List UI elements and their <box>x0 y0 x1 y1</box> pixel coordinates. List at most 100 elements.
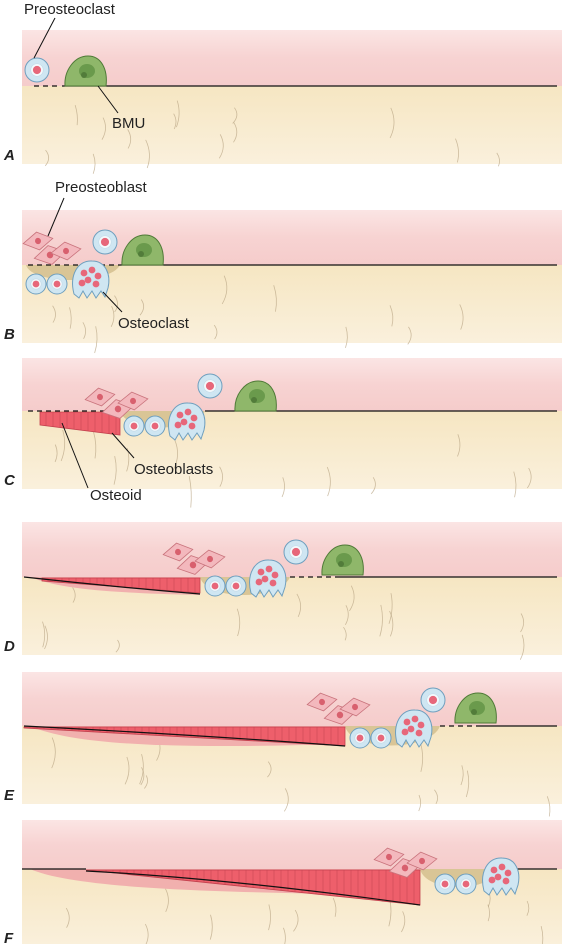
panel-letter: C <box>4 472 16 489</box>
cell-nucleus <box>205 381 215 391</box>
bone-texture <box>520 613 525 633</box>
preosteoblast-nucleus <box>96 393 104 401</box>
bone-texture <box>459 304 464 330</box>
osteoclast-nucleus <box>502 877 510 885</box>
bmu-nucleolus <box>138 251 144 257</box>
bone-texture <box>144 775 148 789</box>
mononuclear-cell <box>197 373 223 399</box>
osteoclast-nucleus <box>176 411 184 419</box>
callout-label: Osteoid <box>90 487 142 504</box>
bone-texture <box>139 754 144 785</box>
bone-texture <box>284 788 289 812</box>
osteoclast-nucleus <box>498 863 506 871</box>
cell-nucleus <box>232 582 240 590</box>
bone-texture <box>389 305 394 327</box>
cell-nucleus <box>291 547 301 557</box>
osteoclast-nucleus <box>84 276 92 284</box>
mononuclear-cell <box>24 57 50 83</box>
osteoclast <box>168 402 206 441</box>
osteoclast-nucleus <box>415 729 423 737</box>
bone-texture <box>44 149 50 167</box>
callout-leader <box>97 85 119 114</box>
cell-nucleus <box>462 880 470 888</box>
preosteoblast <box>162 542 194 562</box>
bone-texture <box>389 610 394 637</box>
cement-line <box>85 870 421 906</box>
osteoid-layer <box>41 577 201 594</box>
cell-nucleus <box>32 280 40 288</box>
bmu-cell <box>121 234 164 266</box>
cement-line <box>23 576 201 595</box>
bone-texture <box>343 626 347 641</box>
panel-f: F <box>4 820 562 944</box>
preosteoblast <box>339 697 371 717</box>
osteoclast-nucleus <box>88 266 96 274</box>
bone-texture <box>213 324 218 340</box>
osteoclast-nucleus <box>188 422 196 430</box>
mononuclear-cell <box>225 575 247 597</box>
bone-texture <box>69 307 72 329</box>
cell-nucleus <box>100 237 110 247</box>
bone-texture <box>218 134 224 159</box>
bone-texture <box>127 129 132 149</box>
preosteoblast <box>306 692 338 712</box>
bone-texture <box>176 100 180 128</box>
bmu-cell <box>64 55 107 87</box>
callout-label: Preosteoclast <box>24 1 116 18</box>
soft-tissue <box>22 30 562 86</box>
panel-letter: E <box>4 787 15 804</box>
osteoclast-nucleus <box>265 565 273 573</box>
bone-texture <box>388 593 393 624</box>
bone-texture <box>82 322 86 340</box>
bone-texture <box>101 117 106 140</box>
bone-texture <box>519 634 525 660</box>
preosteoblast <box>117 391 149 411</box>
osteoclast-nucleus <box>180 418 188 426</box>
bone-texture <box>93 431 97 459</box>
cell-nucleus <box>428 695 438 705</box>
bone-matrix <box>22 265 562 343</box>
cell-nucleus <box>211 582 219 590</box>
osteoclast-nucleus <box>92 280 100 288</box>
bone-texture <box>54 444 58 463</box>
panel-letter: F <box>4 930 14 944</box>
bone-texture <box>236 608 241 637</box>
bone-texture <box>345 326 348 348</box>
osteoclast <box>249 559 287 598</box>
osteoclast-nucleus <box>417 721 425 729</box>
osteoclast-nucleus <box>255 578 263 586</box>
osteoclast-nucleus <box>80 269 88 277</box>
mononuclear-cell <box>283 539 309 565</box>
osteoclast-nucleus <box>401 728 409 736</box>
preosteoblast-nucleus <box>62 247 70 255</box>
cell-nucleus <box>356 734 364 742</box>
mononuclear-cell <box>92 229 118 255</box>
mononuclear-cell <box>455 873 477 895</box>
bone-texture <box>281 477 285 498</box>
bone-texture <box>418 794 422 812</box>
bone-texture <box>326 466 331 497</box>
bone-texture <box>349 585 355 612</box>
bone-texture <box>389 107 395 139</box>
osteoclast-nucleus <box>504 869 512 877</box>
bone-texture <box>540 926 544 944</box>
callout-leader <box>61 422 89 489</box>
callout-leader <box>111 432 135 459</box>
bone-texture <box>165 888 169 912</box>
bone-texture <box>401 911 406 933</box>
osteoclast-nucleus <box>403 718 411 726</box>
preosteoblast <box>373 847 405 867</box>
callout-label: Osteoblasts <box>134 461 213 478</box>
bone-texture <box>379 604 383 637</box>
osteoclast-nucleus <box>261 575 269 583</box>
bone-texture <box>42 621 46 648</box>
osteoclast-nucleus <box>174 421 182 429</box>
bone-texture <box>145 139 150 169</box>
preosteoblast-nucleus <box>318 698 326 706</box>
bone-texture <box>94 326 98 354</box>
preosteoblast-nucleus <box>189 561 197 569</box>
bone-texture <box>267 761 272 778</box>
osteoclast <box>482 857 520 896</box>
